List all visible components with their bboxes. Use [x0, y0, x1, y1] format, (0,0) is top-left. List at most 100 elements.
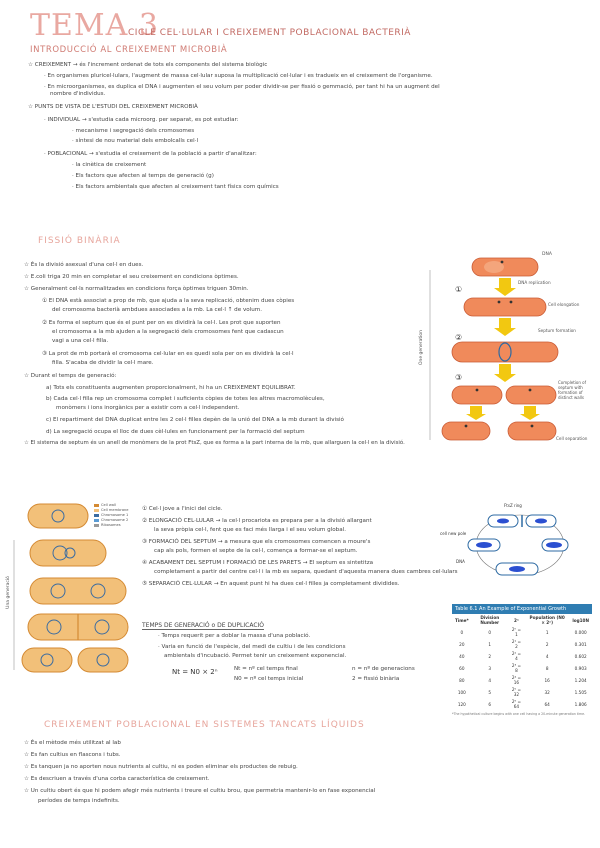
cell: 1.806 [574, 701, 587, 707]
table-header: Population (N0 × 2ⁿ) [529, 615, 565, 625]
cell-separated-a [441, 421, 491, 441]
intro-line: ☆ PUNTS DE VISTA DE L'ESTUDI DEL CREIXEM… [28, 104, 198, 110]
fissio-line: ☆ És la divisió asexual d'una cel·l en d… [24, 262, 144, 268]
temps-line: · Varia en funció de l'espècie, del medi… [158, 644, 346, 650]
table-header: 2ⁿ [514, 617, 519, 623]
label-dna: DNA [542, 252, 552, 257]
temps-line: ambientals d'incubació. Permet tenir un … [164, 653, 347, 659]
fissio-line: ② Es forma el septum que és el punt per … [42, 320, 281, 326]
cell: 120 [457, 701, 466, 707]
cell: 6 [488, 701, 492, 707]
cell: 60 [459, 665, 465, 671]
creix-line: ☆ És el mètode més utilitzat al lab [24, 740, 121, 746]
temps-block: TEMPS DE GENERACIÓ o DE DUPLICACIÓ · Tem… [142, 622, 462, 688]
formula-def: n = nº de generacions [352, 666, 415, 672]
intro-line: · Els factors ambientals que afecten al … [72, 184, 279, 190]
legend-ribosomes: Ribosomes [101, 523, 121, 527]
fissio-line: del cromosoma bacterià ambdues associade… [52, 307, 263, 313]
legend-cell-wall: Cell wall [101, 503, 116, 507]
cell-daughter-a [451, 385, 503, 405]
fissio-line: vagi a una cel·l filla. [52, 338, 109, 344]
cell: 2⁶ = 64 [511, 699, 522, 709]
cell: 100 [457, 689, 466, 695]
cell: 2⁵ = 32 [511, 687, 522, 697]
temps-line: · Temps requerit per a doblar la massa d… [158, 633, 311, 639]
label-una-generacio: Una generació [5, 576, 11, 609]
formula-def: N0 = nº cel temps inicial [234, 676, 304, 682]
binary-fission-figure: ① ② ③ DNA DNA replication Cell elongatio… [419, 250, 594, 450]
intro-line: · la cinètica de creixement [72, 162, 147, 168]
cell: 2 [488, 653, 492, 659]
fissio-line: ☆ Generalment cel·ls normalitzades en co… [24, 286, 249, 292]
binary-fission-diagram: ① ② ③ [422, 250, 594, 450]
label-cell-separation: Cell separation [556, 436, 588, 441]
intro-line: · síntesi de nou material dels embolcall… [72, 138, 199, 144]
table-note: *The hypothetical culture begins with on… [452, 712, 586, 716]
table-title: Table 6.1 An Example of Exponential Grow… [452, 604, 592, 614]
label-completion-septum: Completion of septum with formation of d… [558, 380, 587, 400]
table-row: 120 6 2⁶ = 64 64 1.806 [452, 698, 592, 710]
cell: 4 [488, 677, 492, 683]
cell: 8 [545, 665, 549, 671]
fissio-line: ① El DNA està associat a prop de mb, que… [42, 298, 295, 304]
legend-chromosome-1: Chromosome 1 [101, 513, 129, 517]
fissio-line: ☆ Durant el temps de generació: [24, 373, 117, 379]
section-fissio-heading: FISSIÓ BINÀRIA [38, 236, 121, 246]
temps-title: TEMPS DE GENERACIÓ o DE DUPLICACIÓ [142, 622, 265, 630]
intro-block: ☆ CREIXEMENT → és l'increment ordenat de… [28, 62, 598, 191]
creix-line: ☆ Es descriuen a través d'una corba cara… [24, 776, 210, 782]
arrow-4a [466, 406, 486, 420]
cell: 0.000 [574, 629, 587, 635]
arrow-1 [494, 278, 516, 296]
cell: 0 [488, 629, 492, 635]
cell: 64 [544, 701, 550, 707]
formula-def: 2 = fissió binària [352, 676, 400, 682]
creix-block: ☆ És el mètode més utilitzat al lab ☆ Es… [24, 740, 594, 805]
cell: 2 [545, 641, 549, 647]
label-cell-new-pole: cell new pole [440, 531, 467, 536]
table: Time* Division Number 2ⁿ Population (N0 … [452, 614, 592, 710]
cell: 1 [545, 629, 549, 635]
step-line: cap als pols, formen el septe de la cel·… [154, 548, 358, 554]
cell: 1 [488, 641, 492, 647]
left-figure-legend: Cell wall Cell membrane Chromosome 1 Chr… [101, 503, 129, 528]
legend-cell-membrane: Cell membrane [101, 508, 129, 512]
step-line: la seva pròpia cel·l, fent que es faci m… [154, 527, 346, 533]
fissio-line: filla. S'acaba de dividir la cel·l mare. [52, 360, 154, 366]
cell: 32 [544, 689, 550, 695]
fissio-line: b) Cada cel·l filla rep un cromosoma com… [46, 396, 325, 402]
table-header: Time* [455, 617, 469, 623]
page-subtitle: CICLE CEL·LULAR I CREIXEMENT POBLACIONAL… [128, 28, 411, 38]
fissio-line: ③ La prot de mb portarà el cromosoma cel… [42, 351, 294, 357]
table-header: Division Number [480, 615, 500, 625]
intro-line: · INDIVIDUAL → s'estudia cada microorg. … [44, 117, 239, 123]
arrow-4b [520, 406, 540, 420]
cell: 40 [459, 653, 465, 659]
fissio-line: el cromosoma a la mb ajuden a la segrega… [52, 329, 284, 335]
creix-line: ☆ Un cultiu obert és que hi podem afegir… [24, 788, 376, 794]
cell: 2¹ = 2 [511, 639, 522, 649]
cell-young [471, 257, 539, 277]
fissio-line: d) La segregació ocupa el lloc de dues c… [46, 429, 305, 435]
intro-line: · POBLACIONAL → s'estudia el creixement … [44, 151, 257, 157]
table-header-row: Time* Division Number 2ⁿ Population (N0 … [452, 614, 592, 626]
cell-septum [451, 341, 559, 363]
cell: 0.301 [574, 641, 587, 647]
formula-def: Nt = nº cel temps final [234, 666, 298, 672]
step-line: ② ELONGACIÓ CEL·LULAR → la cel·l procari… [142, 518, 372, 524]
creix-line: ☆ Es tanquen ja no aporten nous nutrient… [24, 764, 298, 770]
table-header: log10N [572, 617, 589, 623]
ftsz-ring-diagram [467, 514, 569, 576]
step-line: ④ ACABAMENT DEL SEPTUM I FORMACIÓ DE LES… [142, 560, 374, 566]
cell: 80 [459, 677, 465, 683]
svg-text:①: ① [455, 285, 462, 294]
label-septum-formation: Septum formation [538, 328, 576, 333]
cell: 2⁴ = 16 [511, 675, 522, 685]
ftsz-ring-figure: FtsZ ring cell new pole DNA [440, 503, 572, 583]
fissio-line: a) Tots els constituents augmenten propo… [46, 385, 296, 391]
fissio-line: ☆ El sistema de septum és un anell de mo… [24, 440, 405, 446]
